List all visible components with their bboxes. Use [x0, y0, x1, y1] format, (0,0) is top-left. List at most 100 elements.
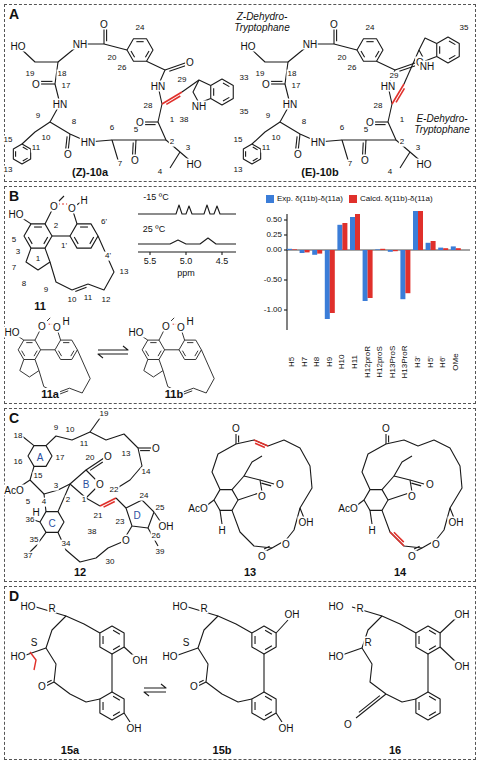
atom-number: 26 [117, 64, 128, 73]
atom-number: 22 [109, 486, 120, 495]
steric-clash [30, 652, 36, 670]
bond-line [72, 284, 88, 290]
atom-number: 6 [109, 124, 115, 133]
ring [100, 626, 124, 654]
bond-line [396, 88, 404, 102]
bond-line [165, 349, 179, 350]
bond-line [52, 235, 70, 236]
aromatic-bond [131, 51, 135, 57]
macrolide-structure [18, 418, 162, 562]
ring [40, 512, 64, 533]
atom-number: 20 [107, 54, 118, 63]
atom-label: AcO [337, 503, 358, 514]
aromatic-bond [449, 41, 455, 45]
ring [416, 692, 440, 720]
atom-number: 8 [71, 118, 77, 127]
atom-number: 38 [87, 528, 98, 537]
legend-item: Exp. δ(11b)-δ(11a) [266, 194, 343, 203]
bar-calc [317, 250, 322, 254]
atom-label: H [61, 316, 70, 327]
atom-label: R [47, 603, 56, 614]
aromatic-bond [74, 237, 78, 244]
bond-line [140, 450, 150, 451]
atom-label: O [103, 451, 113, 462]
aromatic-bond [22, 351, 25, 356]
ring [55, 340, 77, 359]
atom-number: 17 [61, 82, 72, 91]
compound-label: 13 [243, 566, 257, 578]
bond-line [414, 546, 420, 549]
atom-number: 7 [347, 160, 353, 169]
atom-number: 28 [143, 102, 154, 111]
atom-number: 16 [13, 458, 24, 467]
bar-calc [305, 250, 310, 252]
equilibrium-arrow [144, 684, 166, 688]
atom-label: R [355, 603, 364, 614]
atom-number: 1' [60, 242, 68, 251]
atom-number: 10 [65, 426, 76, 435]
atom-number: 4 [41, 498, 47, 507]
equilibrium-arrow [144, 692, 166, 696]
atom-label: HO [128, 327, 145, 338]
atom-label: O [67, 203, 77, 214]
biaryl-macrocycle [178, 607, 288, 722]
atom-label: S [30, 637, 39, 648]
aromatic-bond [245, 151, 246, 157]
bond-line [46, 616, 100, 702]
aromatic-bond [449, 55, 455, 59]
bond-line [276, 620, 288, 633]
aromatic-bond [182, 351, 185, 356]
axis-category-label: H13ProS [388, 345, 397, 379]
aromatic-bond [58, 351, 61, 356]
atom-number: 39 [155, 548, 166, 557]
bond-line [212, 440, 312, 548]
atom-label: O [343, 719, 353, 730]
bond-line [394, 456, 412, 476]
bond-line [132, 143, 134, 156]
five-ring [20, 359, 39, 377]
bar-exp [350, 217, 355, 250]
compound-label: 11 [33, 300, 47, 312]
atom-number: 3 [15, 248, 21, 257]
atom-label: OH [132, 655, 149, 666]
atom-label: HO [172, 601, 189, 612]
bond-line [50, 62, 112, 142]
aromatic-bond [187, 342, 193, 343]
axis-tick [221, 252, 222, 255]
atom-number: 14 [141, 468, 152, 477]
bond-line [69, 350, 90, 393]
atom-number: 18 [57, 70, 68, 79]
aromatic-bond [150, 342, 156, 343]
atom-label: HO [186, 159, 203, 170]
compound-label: 12 [73, 566, 87, 578]
aromatic-bond [253, 147, 258, 150]
atom-label: OH [278, 723, 295, 734]
atom-number: 26 [151, 532, 162, 541]
atom-number: 9 [265, 112, 271, 121]
aromatic-bond [223, 97, 229, 101]
atom-number: 4' [104, 252, 112, 261]
bond-line [41, 81, 53, 82]
bar-exp [337, 225, 342, 250]
bar-calc [405, 250, 410, 293]
atom-number: 15 [3, 136, 14, 145]
atom-label: O [37, 681, 47, 692]
axis-category-label: H12proS [376, 345, 385, 379]
bond-line [86, 498, 100, 506]
atom-number: 1 [35, 255, 41, 264]
legend-text: Exp. δ(11b)-δ(11a) [277, 194, 343, 203]
atom-label: HO [4, 327, 21, 338]
bar-calc [355, 214, 360, 250]
ring [437, 37, 460, 63]
axis-tick-label: -1.00 [263, 306, 283, 315]
atom-number: 20 [337, 54, 348, 63]
bond-line [374, 124, 385, 125]
atom-label: HO [10, 651, 27, 662]
atom-label: NH [191, 101, 207, 112]
aromatic-bond [213, 88, 214, 95]
ring [357, 39, 383, 62]
atom-number: 18 [287, 70, 298, 79]
atom-number: 13 [121, 450, 132, 459]
compound-label: (Z)-10a [71, 166, 109, 178]
bond-line [399, 66, 415, 72]
